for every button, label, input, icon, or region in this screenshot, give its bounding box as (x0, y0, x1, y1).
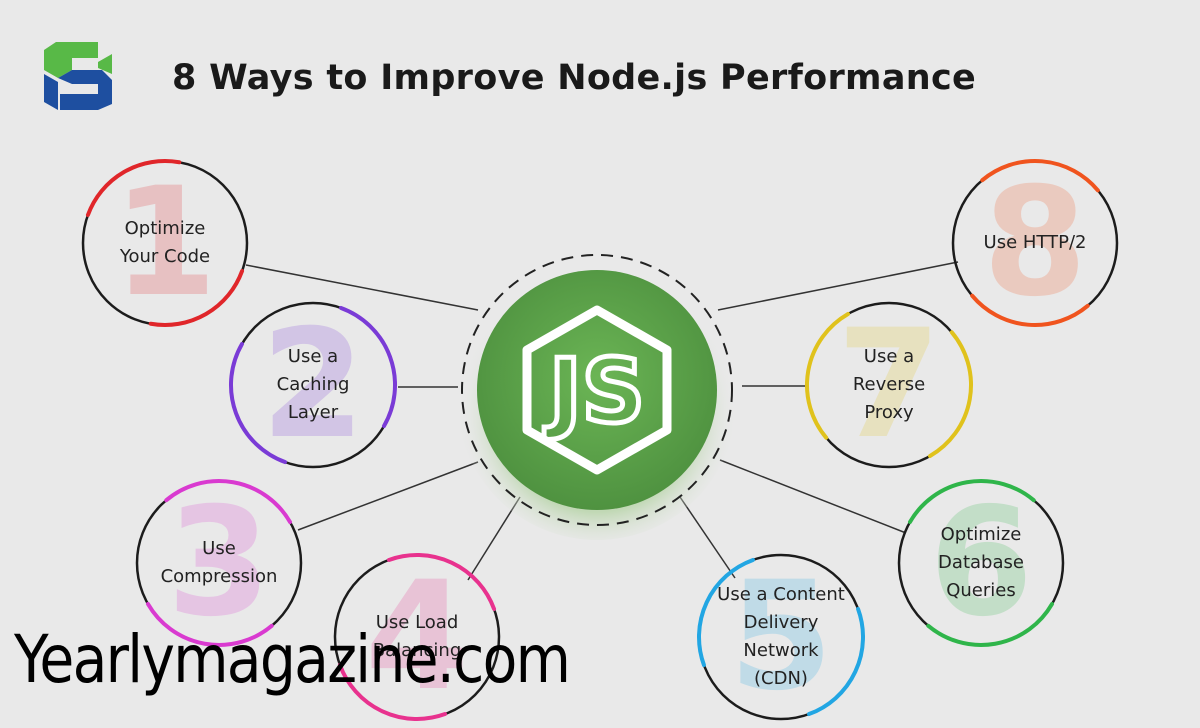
way-label: Optimize Database Queries (938, 524, 1024, 601)
way-ring (81, 159, 249, 327)
hub-js-text: JS (544, 340, 645, 443)
way-ring (135, 479, 303, 647)
nodejs-hexagon-icon (522, 305, 672, 475)
way-label: Use Compression (160, 538, 278, 587)
way-ring (697, 553, 865, 721)
way-number: 6 (928, 476, 1034, 650)
way-number: 5 (728, 550, 834, 724)
way-ring (951, 159, 1119, 327)
way-ring (805, 301, 973, 469)
way-label: Use a Content Delivery Network (CDN) (717, 584, 845, 689)
way-label: Use HTTP/2 (983, 232, 1087, 253)
connector-3 (297, 461, 479, 531)
watermark: Yearlymagazine.com (14, 621, 571, 698)
way-ring (229, 301, 397, 469)
way-number: 1 (112, 156, 218, 330)
connector-8 (717, 261, 959, 311)
brand-s-logo-icon (40, 40, 116, 112)
connector-6 (719, 459, 907, 534)
way-ring (897, 479, 1065, 647)
way-number: 2 (260, 298, 366, 472)
connector-4 (467, 496, 521, 581)
way-ring (333, 553, 501, 721)
way-label: Use a Reverse Proxy (852, 346, 926, 423)
connector-1 (245, 264, 479, 311)
way-label: Use Load Balancing (372, 612, 462, 661)
page-title: 8 Ways to Improve Node.js Performance (172, 58, 977, 98)
way-label: Optimize Your Code (119, 218, 211, 267)
way-number: 4 (364, 550, 470, 724)
nodejs-hub: JS (452, 250, 742, 540)
way-number: 7 (836, 298, 942, 472)
way-label: Use a Caching Layer (276, 346, 350, 423)
way-number: 3 (166, 476, 272, 650)
connector-5 (679, 496, 736, 579)
way-number: 8 (982, 156, 1088, 330)
